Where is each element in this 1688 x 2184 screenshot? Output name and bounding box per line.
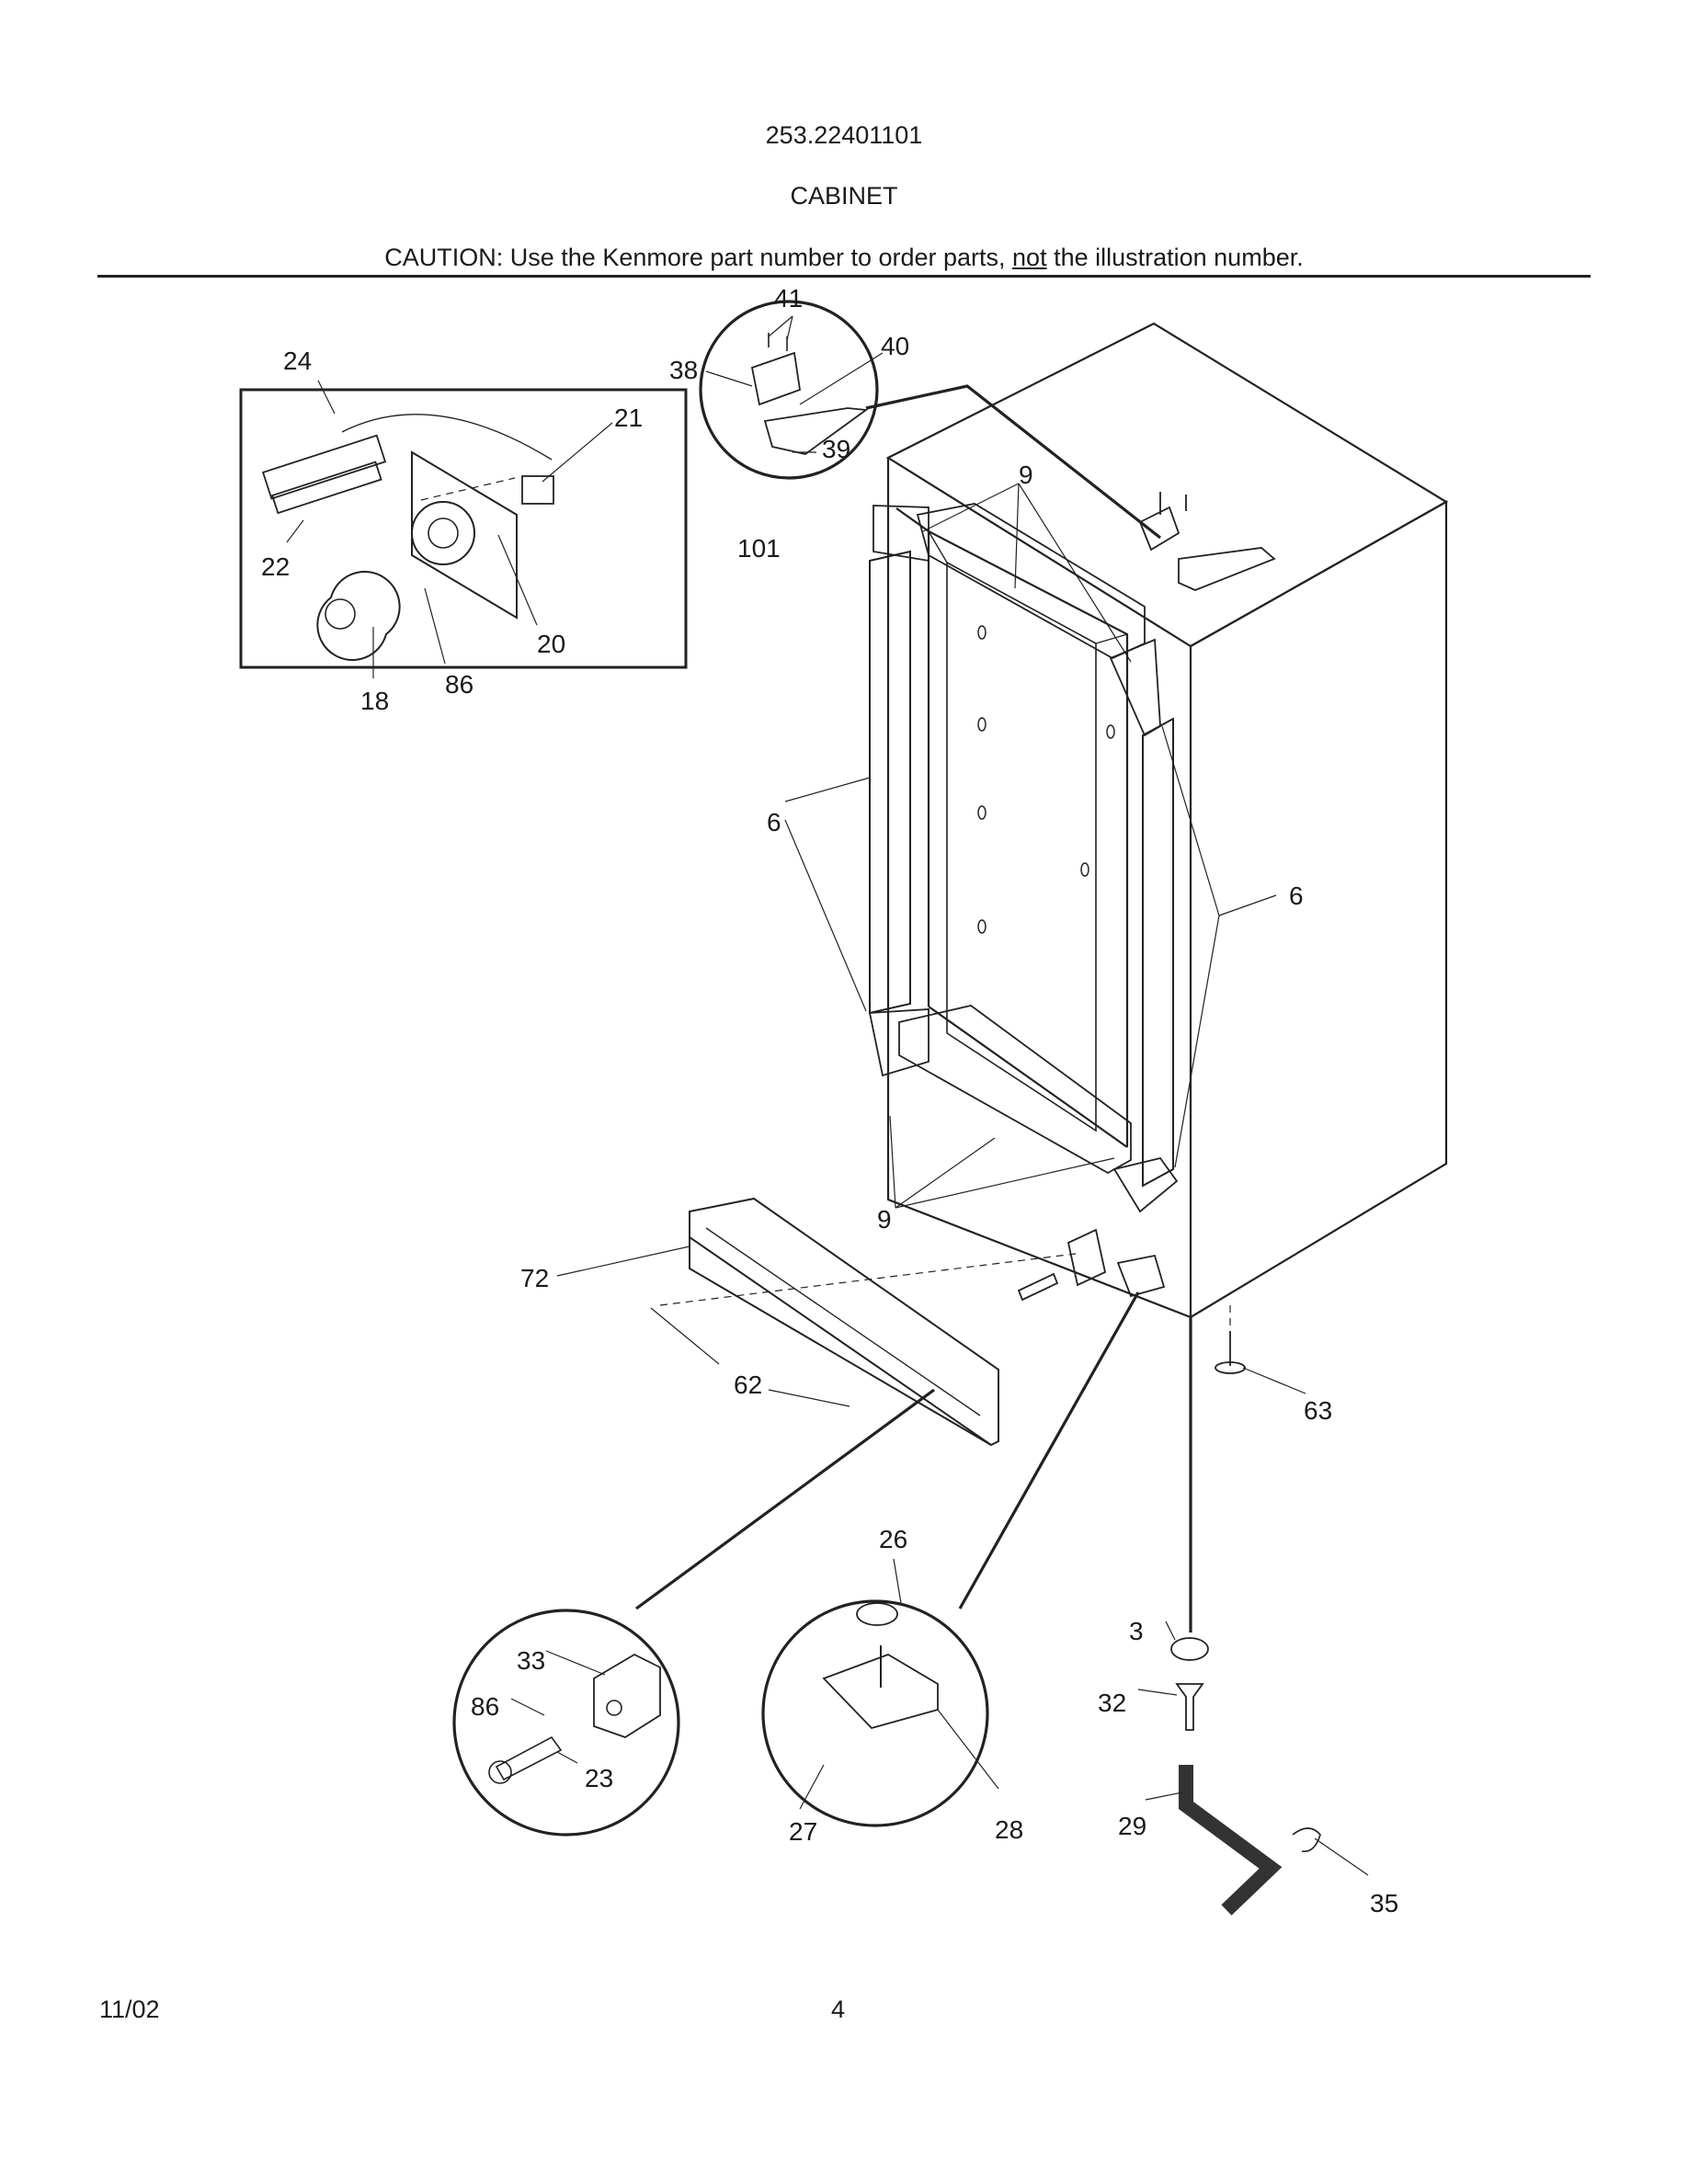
callout-26: 26 [879, 1525, 907, 1553]
footer-date: 11/02 [99, 1996, 160, 2023]
callout-20: 20 [537, 630, 565, 658]
callout-63: 63 [1304, 1396, 1332, 1425]
callout-3: 3 [1129, 1617, 1144, 1645]
callout-27: 27 [789, 1817, 817, 1846]
callout-35: 35 [1370, 1889, 1398, 1917]
callout-32: 32 [1098, 1689, 1126, 1717]
bottom-hinge-detail-circle [761, 1599, 989, 1827]
callout-101: 101 [737, 534, 781, 563]
caution-emphasis: not [1012, 244, 1047, 271]
callout-28: 28 [995, 1815, 1023, 1844]
page-number: 4 [831, 1996, 846, 2023]
callout-6-right: 6 [1289, 882, 1304, 910]
kickplate [689, 1197, 999, 1447]
caution-note: CAUTION: Use the Kenmore part number to … [0, 244, 1688, 272]
callout-23: 23 [585, 1764, 613, 1792]
callout-62: 62 [734, 1371, 762, 1399]
assembly-dashed-lines [420, 477, 1231, 1329]
hinge-detail-circle [699, 300, 879, 480]
header-rule [97, 275, 1591, 278]
callout-86a: 86 [445, 670, 473, 699]
callout-9-bottom: 9 [877, 1205, 892, 1234]
caution-text: CAUTION: Use the Kenmore part number to … [384, 244, 1013, 271]
callout-38: 38 [669, 356, 698, 384]
callout-33: 33 [517, 1646, 545, 1675]
bottom-right-parts [1170, 1637, 1321, 1916]
cabinet-body [868, 322, 1449, 1319]
callout-18: 18 [360, 687, 389, 715]
callout-29: 29 [1118, 1812, 1146, 1840]
callout-6-left: 6 [767, 808, 781, 836]
callout-22: 22 [261, 552, 290, 581]
callout-40: 40 [881, 332, 909, 360]
fan-motor-inset [239, 388, 688, 669]
callout-86b: 86 [471, 1692, 499, 1721]
bottom-bracket-detail-circle [452, 1609, 680, 1837]
bottom-hinge-hardware [1017, 1228, 1166, 1302]
model-number: 253.22401101 [765, 121, 923, 149]
callout-21: 21 [614, 404, 643, 432]
leveling-leg [1215, 1331, 1246, 1374]
section-title: CABINET [790, 182, 898, 210]
callout-41: 41 [774, 284, 803, 313]
callout-labels: 24 21 22 20 18 86 41 38 40 39 101 9 6 6 … [261, 284, 1398, 1917]
caution-text-end: the illustration number. [1046, 244, 1304, 271]
callout-24: 24 [283, 347, 312, 375]
top-hinge-assembly [1138, 492, 1276, 591]
callout-72: 72 [520, 1264, 549, 1292]
callout-9-top: 9 [1019, 461, 1033, 489]
callout-leaders [286, 315, 1369, 1876]
callout-39: 39 [822, 435, 850, 463]
